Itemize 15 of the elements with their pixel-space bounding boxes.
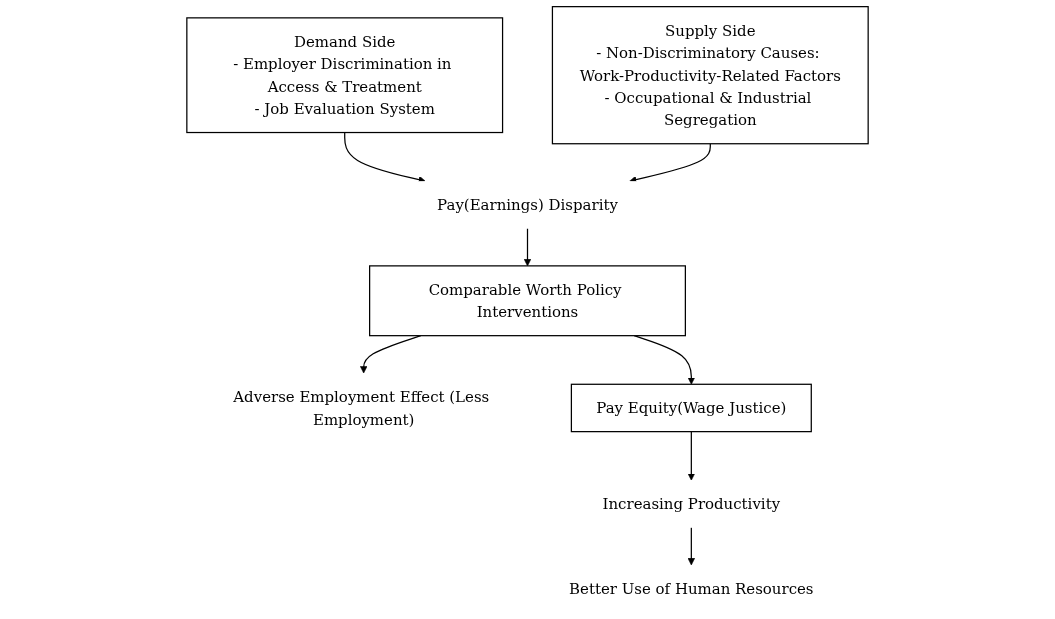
node-box: Supply Side - Non-Discriminatory Causes: Work-Productivity-Related Factors - Occupational & Industrial Segregation (551, 6, 869, 145)
node-box: Demand Side - Employer Discrimination in Access & Treatment - Job Evaluation System (186, 17, 504, 134)
node-box: Comparable Worth Policy Interventions (369, 265, 686, 337)
arrow (687, 431, 695, 481)
arrow (633, 335, 695, 385)
arrow (344, 131, 426, 184)
arrow (687, 526, 695, 566)
arrow (629, 143, 711, 184)
arrow (360, 335, 422, 374)
node-text: Better Use of Human Resources (569, 579, 814, 598)
arrow (523, 227, 532, 267)
node-text: Adverse Employment Effect (Less Employment) (233, 388, 490, 428)
node-box: Pay Equity(Wage Justice) (570, 383, 812, 433)
node-text: Pay(Earnings) Disparity (437, 196, 618, 214)
node-text: Increasing Productivity (602, 495, 781, 513)
